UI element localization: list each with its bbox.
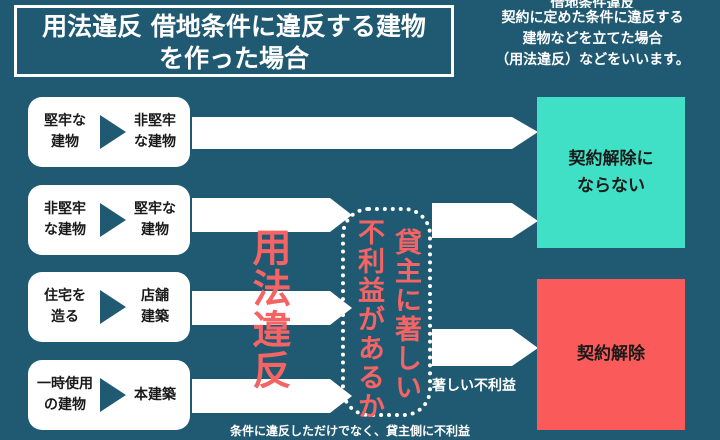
case-row-1: 堅牢な建物 非堅牢な建物 (28, 97, 190, 167)
definition-note: 借地条件違反 契約に定めた条件に違反する 建物などを立てた場合 （用法違反）など… (470, 0, 715, 71)
case-4-to: 本建築 (134, 386, 176, 403)
case-4-arrow-icon (100, 378, 126, 412)
question-frame (341, 207, 432, 417)
arrow-row1-to-ok (192, 117, 538, 149)
title-line-2: を作った場合 (158, 44, 309, 73)
case-3-to: 店舗建築 (141, 288, 169, 325)
outcome-cancellation: 契約解除 (537, 279, 685, 430)
case-1-to: 非堅牢な建物 (134, 113, 176, 150)
question-line-1: 貸主に著しい (390, 228, 421, 402)
title-box: 用法違反 借地条件に違反する建物 を作った場合 (14, 5, 454, 77)
case-row-3: 住宅を造る 店舗建築 (28, 272, 190, 342)
case-4-from: 一時使用の建物 (37, 376, 93, 413)
outcome-no-cancellation: 契約解除にならない (537, 97, 685, 248)
case-row-4: 一時使用の建物 本建築 (28, 360, 190, 430)
cancel-condition-label: 著しい不利益 (432, 378, 516, 394)
arrow-row3-to-check (192, 291, 352, 325)
note-line-3: （用法違反）などをいいます。 (495, 52, 690, 68)
arrow-check-to-ok (432, 203, 538, 238)
case-row-2: 非堅牢な建物 堅牢な建物 (28, 185, 190, 255)
note-line-0: 借地条件違反 (550, 0, 635, 8)
case-1-from: 堅牢な建物 (44, 113, 86, 150)
arrow-row2-to-check (192, 198, 352, 232)
case-1-arrow-icon (100, 115, 126, 149)
arrow-row4-to-check (192, 379, 352, 413)
note-line-2: 建物などを立てた場合 (522, 31, 663, 47)
bottom-note: 条件に違反しただけでなく、貸主側に不利益 (230, 424, 471, 438)
question-line-2: 不利益があるか (353, 218, 384, 421)
case-2-arrow-icon (100, 203, 126, 237)
title-line-1: 用法違反 借地条件に違反する建物 (42, 12, 426, 41)
case-3-arrow-icon (100, 290, 126, 324)
case-3-from: 住宅を造る (44, 288, 86, 325)
violation-label: 用法違反 (246, 227, 291, 391)
arrow-check-to-cancel (432, 329, 538, 366)
case-2-to: 堅牢な建物 (134, 201, 176, 238)
case-2-from: 非堅牢な建物 (44, 201, 86, 238)
note-line-1: 契約に定めた条件に違反する (501, 10, 684, 26)
